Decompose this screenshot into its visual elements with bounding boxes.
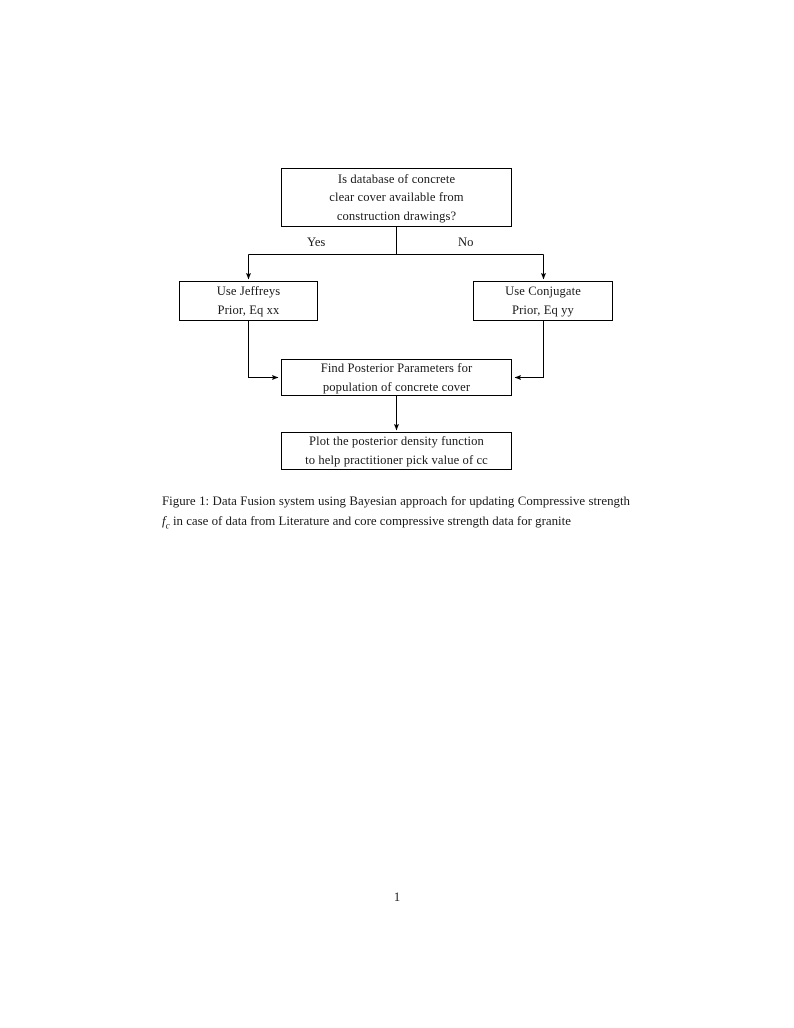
figure-caption: Figure 1: Data Fusion system using Bayes… bbox=[162, 492, 630, 533]
flow-node-plot-density[interactable]: Plot the posterior density function to h… bbox=[281, 432, 512, 470]
flowchart-figure: Is database of concrete clear cover avai… bbox=[0, 0, 794, 490]
edge-label-yes: Yes bbox=[307, 235, 326, 249]
figure-caption-math-fc: fc bbox=[162, 513, 170, 532]
flow-node-posterior-line-1: Find Posterior Parameters for bbox=[320, 360, 473, 375]
figure-caption-label: Figure 1: bbox=[162, 494, 210, 508]
flow-node-plot-line-1: Plot the posterior density function bbox=[309, 434, 484, 449]
edge-label-no: No bbox=[458, 235, 474, 249]
flow-node-jeffreys-line-1: Use Jeffreys bbox=[216, 284, 281, 299]
figure-caption-text-part1: Data Fusion system using Bayesian approa… bbox=[209, 494, 630, 508]
figure-caption-text-part2: in case of data from Literature and core… bbox=[169, 513, 571, 528]
flowchart-connectors bbox=[245, 227, 547, 431]
flow-node-jeffreys-line-2: Prior, Eq xx bbox=[217, 303, 280, 317]
flow-node-find-posterior[interactable]: Find Posterior Parameters for population… bbox=[281, 359, 512, 396]
flow-node-plot-line-2: to help practitioner pick value of cc bbox=[305, 453, 488, 467]
math-subscript-c: c bbox=[165, 521, 170, 532]
connector-conjugate-to-posterior bbox=[514, 321, 544, 381]
page-number: 1 bbox=[393, 890, 401, 904]
flow-node-conjugate-prior[interactable]: Use Conjugate Prior, Eq yy bbox=[473, 281, 613, 321]
flow-node-conjugate-line-2: Prior, Eq yy bbox=[512, 303, 574, 317]
math-base-f: f bbox=[162, 513, 166, 528]
flow-node-decision-line-3: construction drawings? bbox=[336, 208, 457, 223]
flow-node-conjugate-line-1: Use Conjugate bbox=[505, 284, 581, 299]
flow-node-decision[interactable]: Is database of concrete clear cover avai… bbox=[281, 168, 512, 227]
flow-node-posterior-line-2: population of concrete cover bbox=[322, 379, 471, 394]
flow-node-decision-line-2: clear cover available from bbox=[329, 190, 464, 205]
connector-jeffreys-to-posterior bbox=[248, 321, 279, 381]
flow-node-jeffreys-prior[interactable]: Use Jeffreys Prior, Eq xx bbox=[179, 281, 318, 321]
flow-node-decision-line-1: Is database of concrete bbox=[337, 171, 456, 186]
